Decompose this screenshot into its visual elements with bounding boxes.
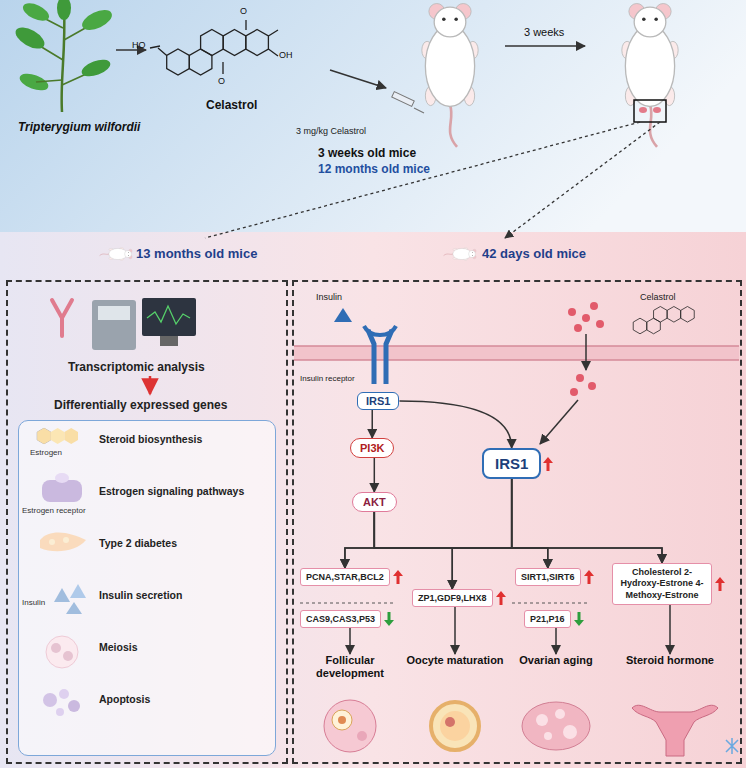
label: Tripterygium wilfordii [18,120,140,134]
up-arrow [715,577,725,591]
panel-heading: 42 days old mice [482,246,586,261]
gene-box: PCNA,STAR,BCL2 [300,568,390,586]
connector [374,512,662,563]
gene-box: ZP1,GDF9,LHX8 [412,589,493,607]
connector [512,479,662,563]
up-arrow [393,570,403,584]
label: Insulin [316,292,342,302]
node-text: IRS1 [366,395,390,407]
label: Estrogen [30,448,62,457]
protein-box: AKT [352,492,397,512]
node-text: Estrogen signaling pathways [99,485,244,497]
node-text: Apoptosis [99,693,150,705]
outcome: Oocyte maturation [405,654,505,667]
node-text: PCNA,STAR,BCL2 [306,572,384,582]
node-text: PI3K [360,442,384,454]
node-text: Ovarian aging [508,654,604,667]
node-text: Steroid biosynthesis [99,433,202,445]
pathway-box: Steroid biosynthesisEstrogen signaling p… [18,420,276,756]
up-arrow [584,570,594,584]
connector [669,605,671,654]
label: Estrogen receptor [22,506,86,515]
outcome: Steroid hormone [614,654,726,667]
gene-box: SIRT1,SIRT6 [515,568,581,586]
protein-box: PI3K [350,438,394,458]
syringe [392,92,424,113]
label: 12 months old mice [318,162,430,176]
follicle [324,700,376,752]
mouse [422,4,478,147]
node-text: Cholesterol 2-Hydroxy-Estrone 4-Methoxy-… [618,567,706,601]
down-arrow [574,612,584,626]
node-text: Oocyte maturation [405,654,505,667]
connector [512,479,548,568]
label: 3 mg/kg Celastrol [296,126,366,136]
dashed-border [292,280,742,764]
connector [345,512,374,568]
node-text: ZP1,GDF9,LHX8 [418,593,487,603]
gene-box: CAS9,CAS3,P53 [300,610,381,628]
ovary [522,702,590,750]
sequencer [52,298,196,350]
label: O [240,6,247,16]
node-text: Transcriptomic analysis [68,360,205,374]
connector [454,607,456,654]
panel-heading: 13 months old mice [136,246,257,261]
label: O [218,76,225,86]
label: Celastrol [640,292,676,302]
node-text: Meiosis [99,641,138,653]
label: 3 weeks old mice [318,146,416,160]
label: 3 weeks [524,26,564,38]
node-text: CAS9,CAS3,P53 [306,614,375,624]
metabolite-box: Cholesterol 2-Hydroxy-Estrone 4-Methoxy-… [612,563,712,605]
down-arrow [384,612,394,626]
node-text: Differentially expressed genes [54,398,227,412]
panel: 42 days old miceIRS1PI3KAKTIRS1PCNA,STAR… [292,238,742,764]
cell-membrane [294,346,739,360]
panel: 13 months old miceTranscriptomic analysi… [6,238,288,764]
connector [452,479,511,589]
insulin-receptor [334,308,396,384]
label: Insulin [22,598,45,607]
connector [349,628,351,654]
node-text: Insulin secretion [99,589,182,601]
gene-box: P21,P16 [524,610,571,628]
celastrol-uptake [540,302,694,444]
connector [371,410,373,438]
label: HO [132,40,146,50]
connector [374,458,376,492]
connector [399,401,511,448]
celastrol-structure [150,20,278,75]
node-text: Steroid hormone [614,654,726,667]
node-text: Follicular development [298,654,402,680]
connector [555,628,557,654]
mouse [622,4,678,147]
protein-box: IRS1 [357,392,399,410]
connector [345,479,512,568]
node-text: P21,P16 [530,614,565,624]
connector [374,512,547,568]
node-text: AKT [363,496,386,508]
up-arrow [543,457,553,471]
outcome: Follicular development [298,654,402,680]
outcome: Ovarian aging [508,654,604,667]
label: OH [279,50,293,60]
plant [12,0,115,112]
node-text: IRS1 [495,455,528,472]
protein-box: IRS1 [482,448,541,479]
node-text: Type 2 diabetes [99,537,177,549]
node-text: SIRT1,SIRT6 [521,572,575,582]
oocyte [431,702,479,750]
up-arrow [496,591,506,605]
label: Insulin receptor [300,374,355,383]
uterus [632,705,738,756]
label: Celastrol [206,98,257,112]
